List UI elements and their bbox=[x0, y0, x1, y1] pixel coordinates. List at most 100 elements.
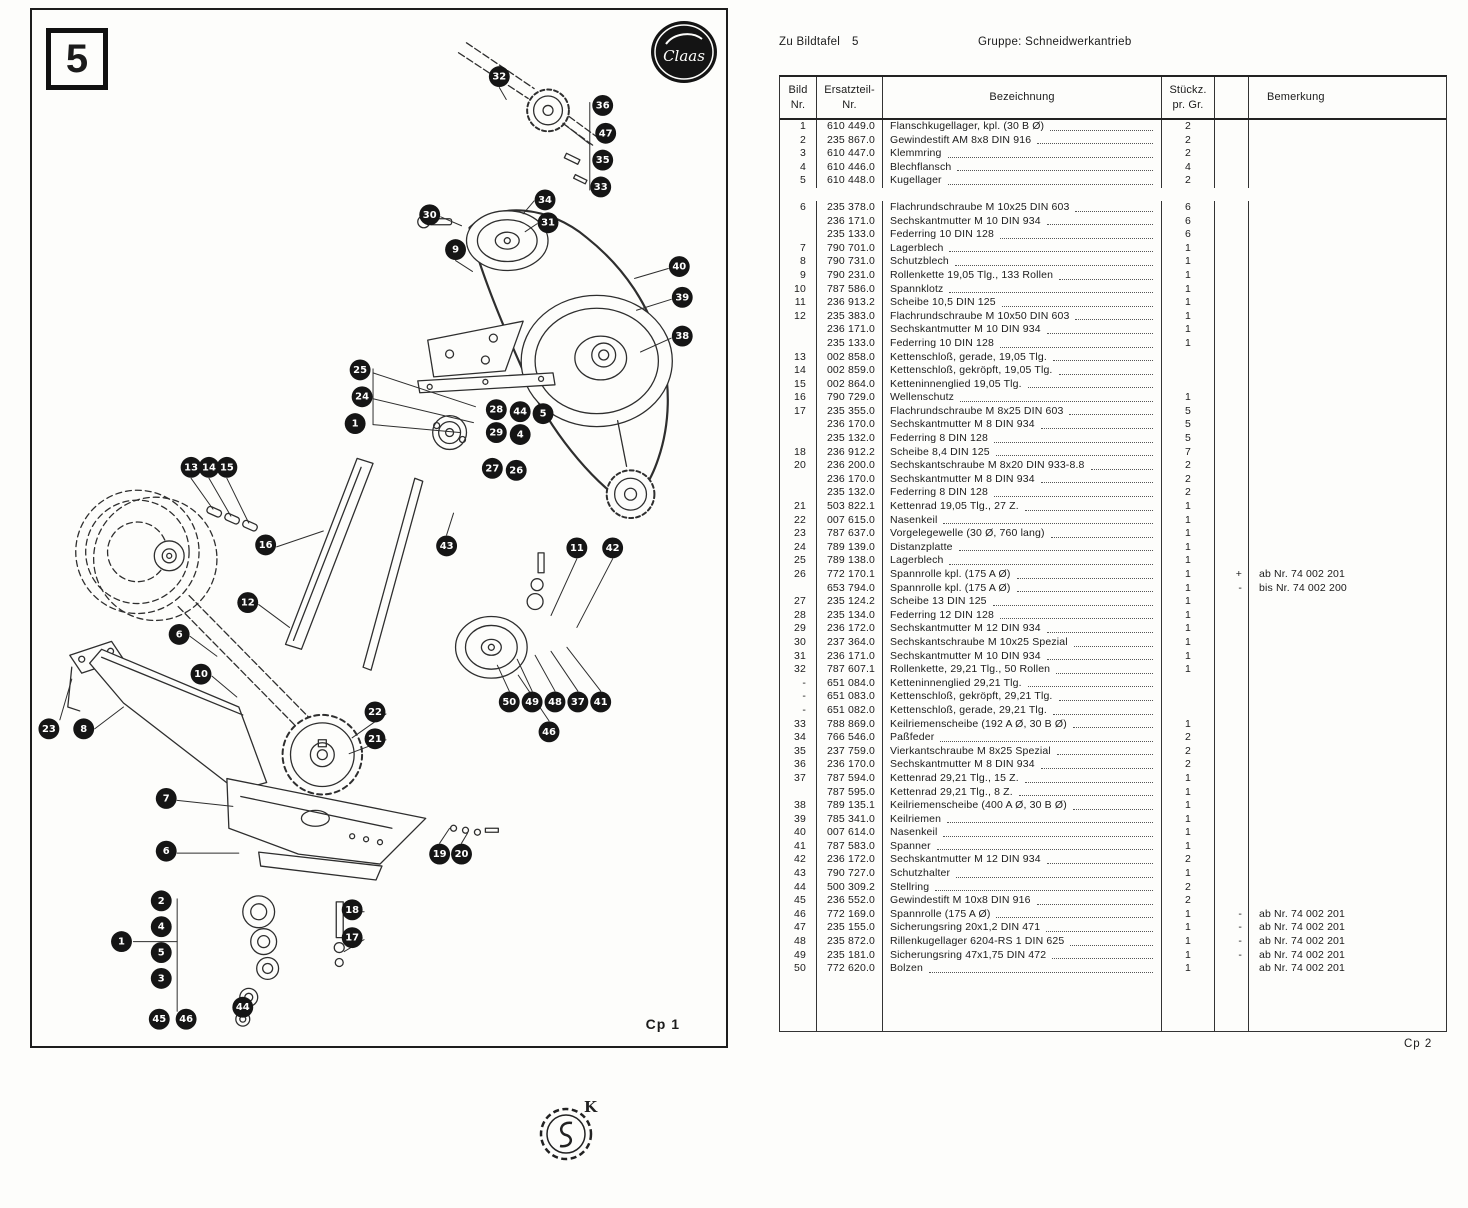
cell-stueckzahl: 1 bbox=[1161, 268, 1214, 283]
cell-sign bbox=[1214, 268, 1248, 283]
cell-bild-nr: 25 bbox=[794, 554, 806, 567]
cell-bemerkung bbox=[1248, 404, 1446, 419]
cell-bemerkung bbox=[1248, 255, 1446, 269]
cell-bezeichnung: Kettenschloß, gekröpft, 29,21 Tlg. bbox=[882, 690, 1161, 704]
table-row: 15 002 864.0 Ketteninnenglied 19,05 Tlg. bbox=[780, 377, 1446, 392]
dotted-leader bbox=[1016, 568, 1153, 579]
cell-bezeichnung: Rillenkugellager 6204-RS 1 DIN 625 bbox=[882, 935, 1161, 949]
cell-bezeichnung: Nasenkeil bbox=[882, 826, 1161, 840]
cell-sign bbox=[1214, 147, 1248, 161]
cell-bezeichnung: Flachrundschraube M 10x50 DIN 603 bbox=[882, 309, 1161, 324]
cell-stueckzahl: 1 bbox=[1161, 554, 1214, 568]
table-column-rules bbox=[780, 975, 1446, 1031]
cell-sign bbox=[1214, 160, 1248, 175]
cell-bemerkung bbox=[1248, 459, 1446, 473]
svg-text:33: 33 bbox=[594, 182, 608, 193]
col-header-bezeichnung: Bezeichnung bbox=[882, 77, 1161, 118]
cell-stueckzahl: 1 bbox=[1161, 391, 1214, 405]
cell-bemerkung bbox=[1248, 513, 1446, 528]
cell-bezeichnung: Federring 12 DIN 128 bbox=[882, 608, 1161, 623]
cell-bild-nr: 33 bbox=[794, 717, 806, 730]
cell-stueckzahl: 1 bbox=[1161, 255, 1214, 269]
cell-bezeichnung: Scheibe 8,4 DIN 125 bbox=[882, 445, 1161, 460]
svg-text:17: 17 bbox=[345, 933, 359, 944]
dotted-leader bbox=[943, 826, 1153, 837]
cell-ersatzteil-nr: 236 912.2 bbox=[816, 445, 882, 460]
dotted-leader bbox=[1069, 405, 1153, 416]
cell-bezeichnung: Distanzplatte bbox=[882, 540, 1161, 555]
table-row: 236 170.0 Sechskantmutter M 8 DIN 934 2 bbox=[780, 472, 1446, 487]
svg-text:6: 6 bbox=[163, 846, 170, 857]
cell-stueckzahl: 1 bbox=[1161, 568, 1214, 582]
cell-bemerkung bbox=[1248, 336, 1446, 351]
cell-bild-nr: 26 bbox=[794, 568, 806, 580]
cell-bezeichnung: Federring 10 DIN 128 bbox=[882, 336, 1161, 351]
cell-bezeichnung: Flachrundschraube M 8x25 DIN 603 bbox=[882, 404, 1161, 419]
dotted-leader bbox=[1090, 459, 1153, 470]
cell-bemerkung bbox=[1248, 147, 1446, 161]
cell-ersatzteil-nr: 787 583.0 bbox=[816, 839, 882, 854]
svg-text:34: 34 bbox=[538, 195, 552, 206]
cell-stueckzahl: 1 bbox=[1161, 635, 1214, 650]
svg-text:44: 44 bbox=[236, 1002, 250, 1013]
cell-bemerkung bbox=[1248, 608, 1446, 623]
cell-ersatzteil-nr: 235 355.0 bbox=[816, 404, 882, 419]
col-header-stueckzahl: Stückz. pr. Gr. bbox=[1161, 77, 1214, 118]
cell-ersatzteil-nr: 236 200.0 bbox=[816, 459, 882, 473]
col-header-ersatzteil-nr: Ersatzteil- Nr. bbox=[816, 77, 882, 118]
cell-bemerkung bbox=[1248, 133, 1446, 148]
cell-sign bbox=[1214, 282, 1248, 297]
cell-ersatzteil-nr: 007 615.0 bbox=[816, 513, 882, 528]
cell-bild-nr: 22 bbox=[794, 513, 806, 526]
svg-text:22: 22 bbox=[368, 707, 382, 718]
cell-ersatzteil-nr: 785 341.0 bbox=[816, 812, 882, 827]
cell-bezeichnung: Flanschkugellager, kpl. (30 B Ø) bbox=[882, 120, 1161, 134]
cell-ersatzteil-nr: 002 859.0 bbox=[816, 364, 882, 378]
svg-text:7: 7 bbox=[163, 793, 170, 804]
cell-bezeichnung: Sechskantmutter M 12 DIN 934 bbox=[882, 853, 1161, 868]
cell-bild-nr: 32 bbox=[794, 663, 806, 676]
cell-ersatzteil-nr: 503 822.1 bbox=[816, 500, 882, 514]
cell-ersatzteil-nr: 235 133.0 bbox=[816, 336, 882, 351]
dotted-leader bbox=[940, 731, 1153, 742]
dotted-leader bbox=[1058, 364, 1153, 375]
cell-sign bbox=[1214, 120, 1248, 134]
svg-text:49: 49 bbox=[525, 697, 539, 708]
cell-bezeichnung: Federring 8 DIN 128 bbox=[882, 486, 1161, 501]
svg-text:18: 18 bbox=[345, 905, 359, 916]
cell-ersatzteil-nr: 235 132.0 bbox=[816, 432, 882, 446]
cell-bemerkung bbox=[1248, 785, 1446, 800]
cell-sign: - bbox=[1214, 935, 1248, 949]
cell-bemerkung bbox=[1248, 663, 1446, 677]
cell-stueckzahl: 2 bbox=[1161, 880, 1214, 895]
svg-text:20: 20 bbox=[455, 849, 469, 860]
parts-table: Bild Nr. Ersatzteil- Nr. Bezeichnung Stü… bbox=[779, 75, 1447, 1032]
cell-bild-nr: 3 bbox=[800, 147, 806, 160]
cell-stueckzahl: 1 bbox=[1161, 323, 1214, 337]
cell-bild-nr: 9 bbox=[800, 268, 806, 281]
dotted-leader bbox=[993, 432, 1153, 443]
cell-stueckzahl: 1 bbox=[1161, 907, 1214, 922]
cell-sign bbox=[1214, 595, 1248, 609]
cell-sign: - bbox=[1214, 948, 1248, 963]
cell-stueckzahl: 1 bbox=[1161, 935, 1214, 949]
cell-ersatzteil-nr: 235 155.0 bbox=[816, 921, 882, 936]
svg-text:4: 4 bbox=[517, 430, 524, 441]
cell-stueckzahl: 2 bbox=[1161, 731, 1214, 745]
svg-text:39: 39 bbox=[675, 292, 689, 303]
cell-bemerkung bbox=[1248, 826, 1446, 840]
cell-bemerkung bbox=[1248, 540, 1446, 555]
dotted-leader bbox=[958, 541, 1153, 552]
cell-stueckzahl: 1 bbox=[1161, 962, 1214, 976]
table-row: 14 002 859.0 Kettenschloß, gekröpft, 19,… bbox=[780, 364, 1446, 378]
table-row: 21 503 822.1 Kettenrad 19,05 Tlg., 27 Z.… bbox=[780, 500, 1446, 514]
cell-bild-nr: 14 bbox=[794, 364, 806, 377]
svg-text:50: 50 bbox=[502, 697, 516, 708]
cell-ersatzteil-nr: 237 759.0 bbox=[816, 744, 882, 759]
cell-bemerkung bbox=[1248, 731, 1446, 745]
svg-text:38: 38 bbox=[675, 331, 689, 342]
cell-bemerkung bbox=[1248, 445, 1446, 460]
svg-text:43: 43 bbox=[440, 541, 454, 552]
svg-text:25: 25 bbox=[353, 365, 367, 376]
